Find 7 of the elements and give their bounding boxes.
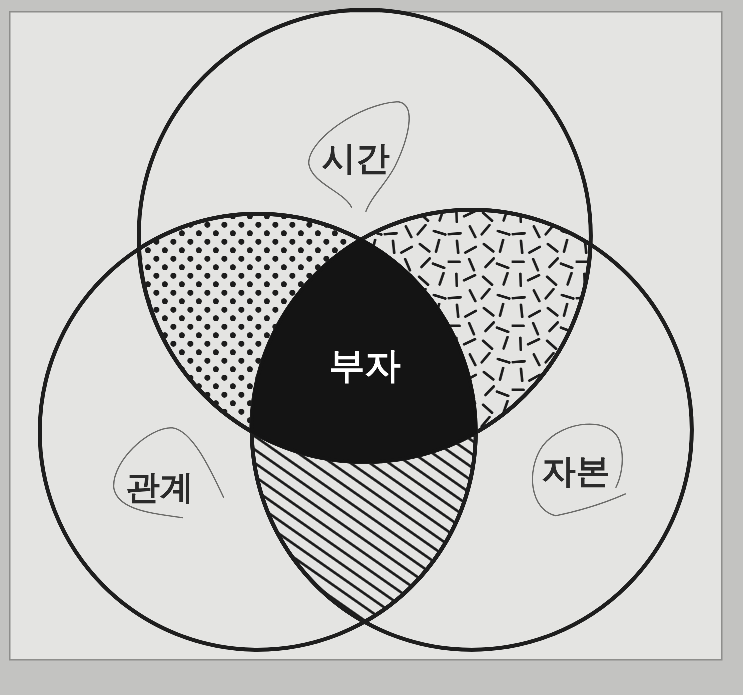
venn-circle: [38, 212, 478, 652]
circle-label: 시간: [322, 142, 390, 176]
circle-label: 자본: [542, 455, 610, 489]
center-region: [250, 238, 478, 464]
center-label: 부자: [328, 348, 401, 385]
venn-circle: [250, 208, 694, 652]
circle-label: 관계: [126, 471, 194, 505]
